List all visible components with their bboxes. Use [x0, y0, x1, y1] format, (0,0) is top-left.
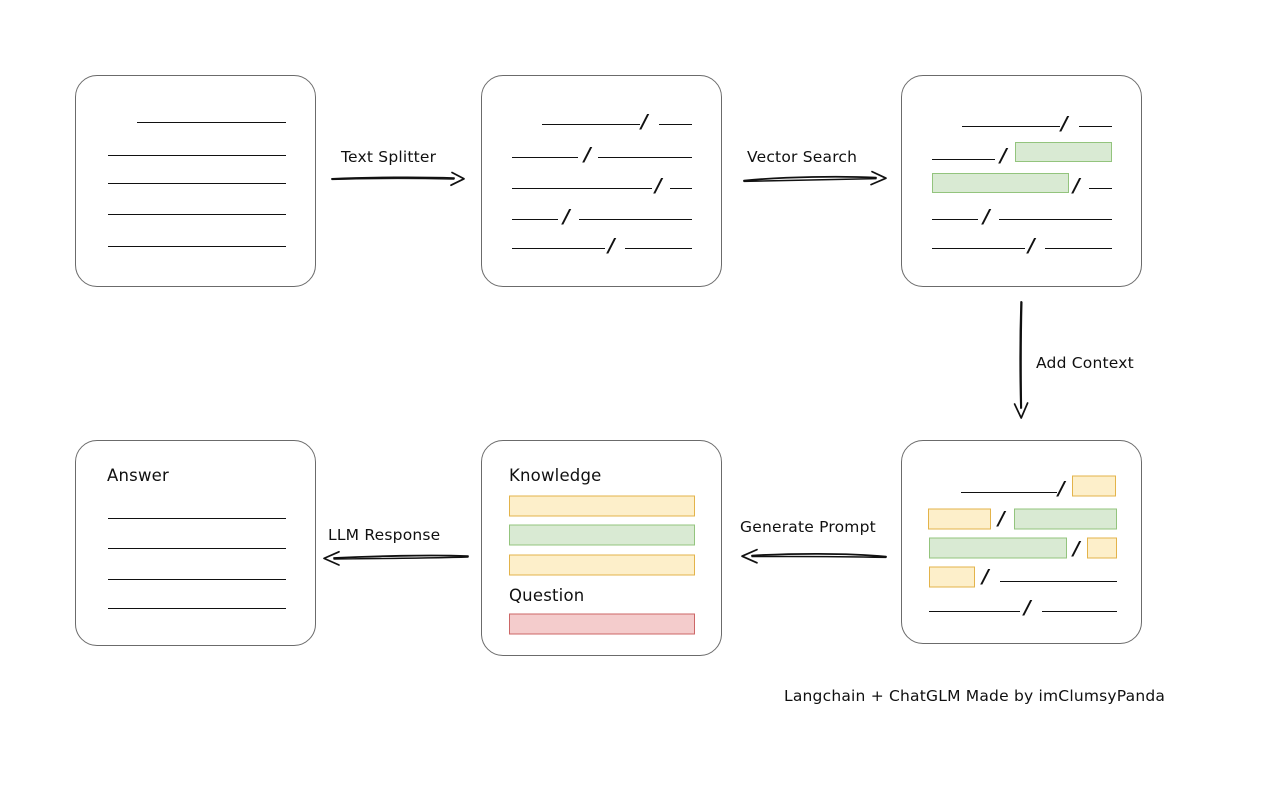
arrow-label-llm-response: LLM Response: [328, 526, 441, 544]
text-rule: [1089, 188, 1112, 189]
arrow-vector-search: [743, 170, 887, 186]
knowledge-chip[interactable]: [509, 554, 695, 576]
split-chunks-box[interactable]: / / / / /: [481, 75, 722, 287]
text-rule: [579, 219, 692, 220]
context-chunk-highlight[interactable]: [929, 566, 975, 588]
slash-separator: /: [1061, 112, 1068, 135]
matched-chunks-box[interactable]: / / / / /: [901, 75, 1142, 287]
arrow-label-vector-search: Vector Search: [747, 148, 858, 166]
context-chunk-highlight[interactable]: [1087, 537, 1117, 559]
arrow-add-context: [1013, 301, 1029, 419]
matched-chunk-highlight[interactable]: [1015, 142, 1112, 162]
answer-box[interactable]: Answer: [75, 440, 316, 646]
matched-chunk-highlight[interactable]: [932, 173, 1069, 193]
slash-separator: /: [1024, 596, 1031, 619]
arrow-text-splitter: [331, 171, 465, 187]
slash-separator: /: [641, 110, 648, 133]
text-rule: [932, 248, 1025, 249]
text-rule: [932, 159, 995, 160]
text-rule: [1000, 581, 1117, 582]
text-rule: [999, 219, 1112, 220]
footer-credit: Langchain + ChatGLM Made by imClumsyPand…: [784, 687, 1166, 705]
text-rule: [512, 219, 558, 220]
knowledge-chip[interactable]: [509, 524, 695, 546]
knowledge-heading: Knowledge: [509, 466, 602, 485]
text-rule: [962, 126, 1060, 127]
arrow-label-generate-prompt: Generate Prompt: [740, 518, 876, 536]
slash-separator: /: [563, 205, 570, 228]
text-rule: [929, 611, 1020, 612]
text-rule: [137, 122, 286, 123]
slash-separator: /: [1028, 234, 1035, 257]
text-rule: [512, 188, 652, 189]
slash-separator: /: [608, 234, 615, 257]
arrow-label-text-splitter: Text Splitter: [341, 148, 437, 166]
text-rule: [108, 246, 286, 247]
text-rule: [512, 157, 578, 158]
text-rule: [598, 157, 692, 158]
text-rule: [108, 214, 286, 215]
text-rule: [670, 188, 692, 189]
text-rule: [625, 248, 692, 249]
text-rule: [1042, 611, 1117, 612]
text-rule: [512, 248, 605, 249]
text-rule: [108, 548, 286, 549]
arrow-label-add-context: Add Context: [1036, 354, 1134, 372]
slash-separator: /: [998, 507, 1005, 530]
knowledge-chip[interactable]: [509, 495, 695, 517]
context-chunk-highlight[interactable]: [929, 537, 1067, 559]
prompt-box[interactable]: Knowledge Question: [481, 440, 722, 656]
source-document-box[interactable]: [75, 75, 316, 287]
text-rule: [108, 608, 286, 609]
slash-separator: /: [983, 205, 990, 228]
slash-separator: /: [1058, 477, 1065, 500]
question-heading: Question: [509, 586, 585, 605]
arrow-llm-response: [323, 550, 469, 566]
text-rule: [108, 518, 286, 519]
answer-heading: Answer: [107, 466, 169, 485]
text-rule: [108, 579, 286, 580]
text-rule: [932, 219, 978, 220]
context-chunks-box[interactable]: / / / / /: [901, 440, 1142, 644]
text-rule: [108, 183, 286, 184]
slash-separator: /: [1000, 144, 1007, 167]
context-chunk-highlight[interactable]: [1014, 508, 1117, 530]
question-chip[interactable]: [509, 613, 695, 635]
slash-separator: /: [584, 143, 591, 166]
slash-separator: /: [655, 174, 662, 197]
text-rule: [1045, 248, 1112, 249]
text-rule: [542, 124, 640, 125]
context-chunk-highlight[interactable]: [928, 508, 991, 530]
text-rule: [108, 155, 286, 156]
text-rule: [961, 492, 1057, 493]
slash-separator: /: [1073, 537, 1080, 560]
arrow-generate-prompt: [741, 548, 887, 564]
context-chunk-highlight[interactable]: [1072, 475, 1116, 497]
text-rule: [659, 124, 692, 125]
slash-separator: /: [982, 565, 989, 588]
text-rule: [1079, 126, 1112, 127]
slash-separator: /: [1073, 174, 1080, 197]
